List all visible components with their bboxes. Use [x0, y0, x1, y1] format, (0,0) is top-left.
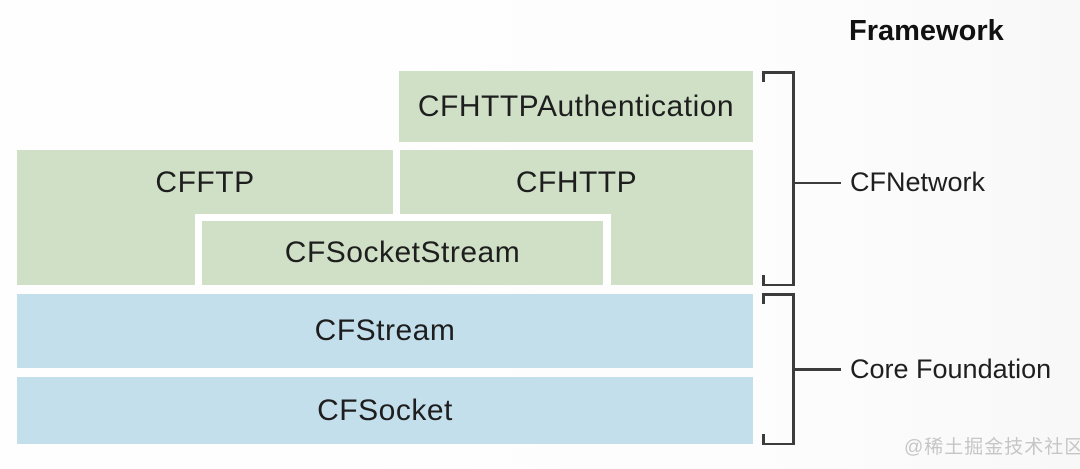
- box-cfftp-label-band: CFFTP: [17, 150, 393, 215]
- cfnetwork-bracket-top-stub: [762, 71, 765, 82]
- core-foundation-bracket-top-stub: [762, 293, 765, 304]
- box-cfhttpauthentication: CFHTTPAuthentication: [399, 71, 753, 142]
- core-foundation-bracket-top: [762, 293, 794, 296]
- box-cfsocketstream-frame: CFSocketStream: [195, 214, 611, 285]
- box-cfsocketstream: CFSocketStream: [202, 221, 603, 285]
- cfnetwork-bracket-vertical: [792, 71, 795, 286]
- box-cfhttp-label: CFHTTP: [515, 165, 638, 199]
- box-cfhttpauthentication-label: CFHTTPAuthentication: [417, 89, 735, 123]
- core-foundation-bracket-tick: [792, 368, 841, 371]
- box-cfsocket-label: CFSocket: [317, 393, 453, 427]
- watermark-text: @稀土掘金技术社区: [904, 437, 1080, 458]
- box-cfftp-label: CFFTP: [155, 165, 255, 199]
- core-foundation-bracket-bottom-stub: [762, 434, 765, 445]
- cfnetwork-group-label: CFNetwork: [850, 167, 986, 197]
- box-cfstream: CFStream: [17, 294, 753, 368]
- cfnetwork-bracket-top: [762, 71, 794, 74]
- box-cfsocketstream-label: CFSocketStream: [284, 236, 521, 269]
- cfnetwork-bracket-tick: [792, 181, 841, 184]
- core-foundation-bracket-bottom: [762, 442, 794, 445]
- box-cfhttp-label-band: CFHTTP: [400, 150, 753, 215]
- cfnetwork-bracket-bottom: [762, 283, 794, 286]
- core-foundation-group-label: Core Foundation: [850, 354, 1052, 384]
- cfnetwork-bracket-bottom-stub: [762, 275, 765, 286]
- framework-column-title: Framework: [849, 15, 1004, 47]
- box-cfstream-label: CFStream: [314, 314, 456, 347]
- box-cfsocket: CFSocket: [17, 377, 753, 444]
